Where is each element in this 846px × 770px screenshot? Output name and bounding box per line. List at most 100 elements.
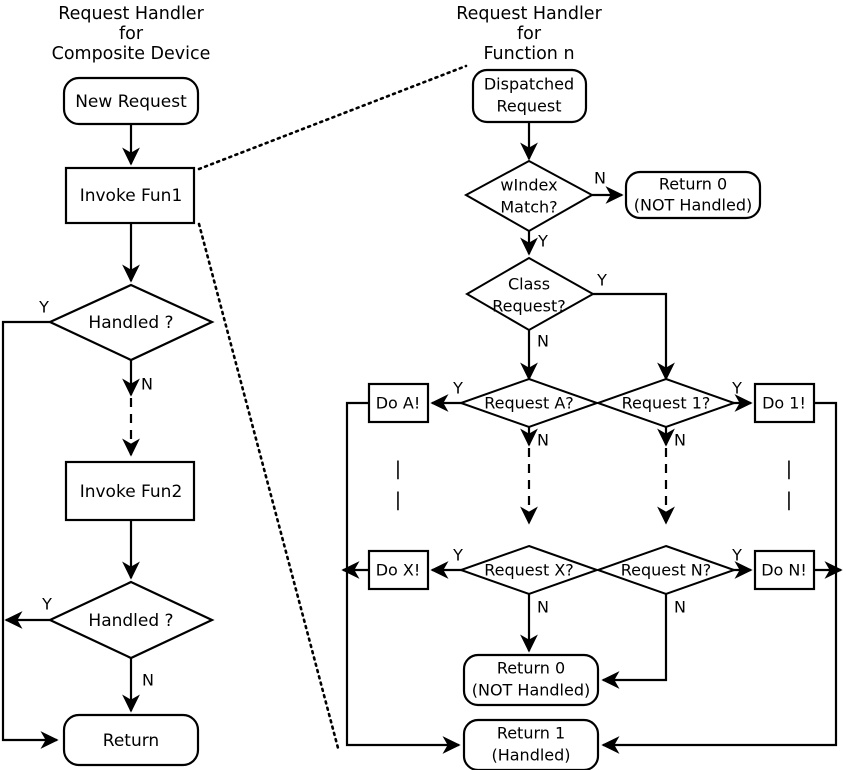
do-x-shape [367,549,430,591]
node-invoke-fun2[interactable]: Invoke Fun2 [64,460,196,522]
node-return[interactable]: Return [62,713,200,767]
left-title-line2: for [119,24,144,44]
request-x-yes-label: Y [452,546,463,565]
return0-bottom-label-line2: (NOT Handled) [472,681,590,700]
request-1-yes-label: Y [731,379,742,398]
return1-bottom-shape [462,718,600,770]
windex-no-label: N [594,169,606,188]
node-handled-1[interactable]: Handled ? [47,283,215,362]
return0-top-shape [624,170,762,220]
dispatched-request-label-line1: Dispatched [484,75,574,94]
new-request-label: New Request [75,92,187,112]
request-1-no-label: N [674,431,686,450]
return1-bottom-label-line1: Return 1 [497,724,565,743]
windex-yes-label: Y [537,232,548,251]
handled-1-label: Handled ? [88,313,173,333]
right-panel-heading: Request Handler for Function n [456,4,602,64]
node-new-request[interactable]: New Request [62,76,200,126]
new-request-shape [62,76,200,126]
return0-bottom-label-line1: Return 0 [497,659,565,678]
windex-match-label-line2: Match? [500,198,557,217]
return-label: Return [103,731,159,751]
return0-top-label-line2: (NOT Handled) [634,196,752,215]
request-n-no-label: N [674,598,686,617]
return-shape [62,713,200,767]
edge-class-yes-to-request1 [593,292,675,381]
request-a-shape [457,377,601,429]
node-do-n[interactable]: Do N! [753,549,816,591]
windex-match-label-line1: wIndex [500,176,557,195]
class-no-label: N [537,332,549,351]
ellipsis-left-lower: | [395,489,401,511]
do-a-shape [367,382,430,424]
invoke-fun2-label: Invoke Fun2 [80,482,183,502]
request-1-shape [594,377,738,429]
ellipsis-right-upper: | [786,458,792,480]
node-class-request[interactable]: Class Request? [465,256,596,332]
handled-1-yes-label: Y [38,298,49,317]
handled-2-yes-label: Y [41,595,52,614]
do-1-shape [753,382,816,424]
node-return0-top[interactable]: Return 0 (NOT Handled) [624,170,762,220]
node-windex-match[interactable]: wIndex Match? [463,159,595,233]
do-n-shape [753,549,816,591]
class-request-label-line1: Class [508,275,550,294]
request-a-yes-label: Y [452,379,463,398]
request-x-label: Request X? [484,561,574,580]
connector-dotted-bottom [197,222,340,750]
invoke-fun1-label: Invoke Fun1 [80,186,183,206]
node-request-1[interactable]: Request 1? [594,377,738,429]
class-request-label-line2: Request? [492,297,565,316]
left-panel-edges [1,124,140,749]
node-invoke-fun1[interactable]: Invoke Fun1 [64,166,196,225]
request-a-label: Request A? [484,394,574,413]
do-1-label: Do 1! [762,394,806,413]
class-request-shape [465,256,596,332]
edge-requestn-no-to-return0bottom [601,594,668,689]
right-title-line3: Function n [483,44,574,64]
node-handled-2[interactable]: Handled ? [47,580,215,660]
request-x-no-label: N [537,598,549,617]
invoke-fun2-shape [64,460,196,522]
node-dispatched-request[interactable]: Dispatched Request [471,68,588,124]
handled-2-label: Handled ? [88,611,173,631]
do-x-label: Do X! [376,561,421,580]
handled-2-shape [47,580,215,660]
edge-handled1-yes-to-return [1,320,59,749]
node-do-1[interactable]: Do 1! [753,382,816,424]
node-request-n[interactable]: Request N? [594,544,738,596]
request-a-no-label: N [537,431,549,450]
request-n-yes-label: Y [731,546,742,565]
return0-top-label-line1: Return 0 [659,175,727,194]
right-title-line2: for [517,24,542,44]
connector-dotted-top [197,64,468,171]
node-request-a[interactable]: Request A? [457,377,601,429]
return0-bottom-shape [462,653,600,707]
ellipsis-right-lower: | [786,489,792,511]
handled-2-no-label: N [142,671,154,690]
node-return0-bottom[interactable]: Return 0 (NOT Handled) [462,653,600,707]
request-x-shape [457,544,601,596]
do-n-label: Do N! [761,561,807,580]
do-a-label: Do A! [376,394,421,413]
handled-1-no-label: N [141,375,153,394]
dispatched-request-label-line2: Request [497,97,562,116]
node-do-x[interactable]: Do X! [367,549,430,591]
request-1-label: Request 1? [622,394,711,413]
left-title-line3: Composite Device [52,44,211,64]
ellipsis-left-upper: | [395,458,401,480]
right-panel-edges [341,122,843,754]
dispatched-request-shape [471,68,588,124]
invoke-fun1-shape [64,166,196,225]
request-n-label: Request N? [621,561,712,580]
node-do-a[interactable]: Do A! [367,382,430,424]
handled-1-shape [47,283,215,362]
right-title-line1: Request Handler [456,4,602,24]
left-panel-heading: Request Handler for Composite Device [52,4,211,64]
node-return1-bottom[interactable]: Return 1 (Handled) [462,718,600,770]
node-request-x[interactable]: Request X? [457,544,601,596]
class-yes-label: Y [596,271,607,290]
windex-match-shape [463,159,595,233]
